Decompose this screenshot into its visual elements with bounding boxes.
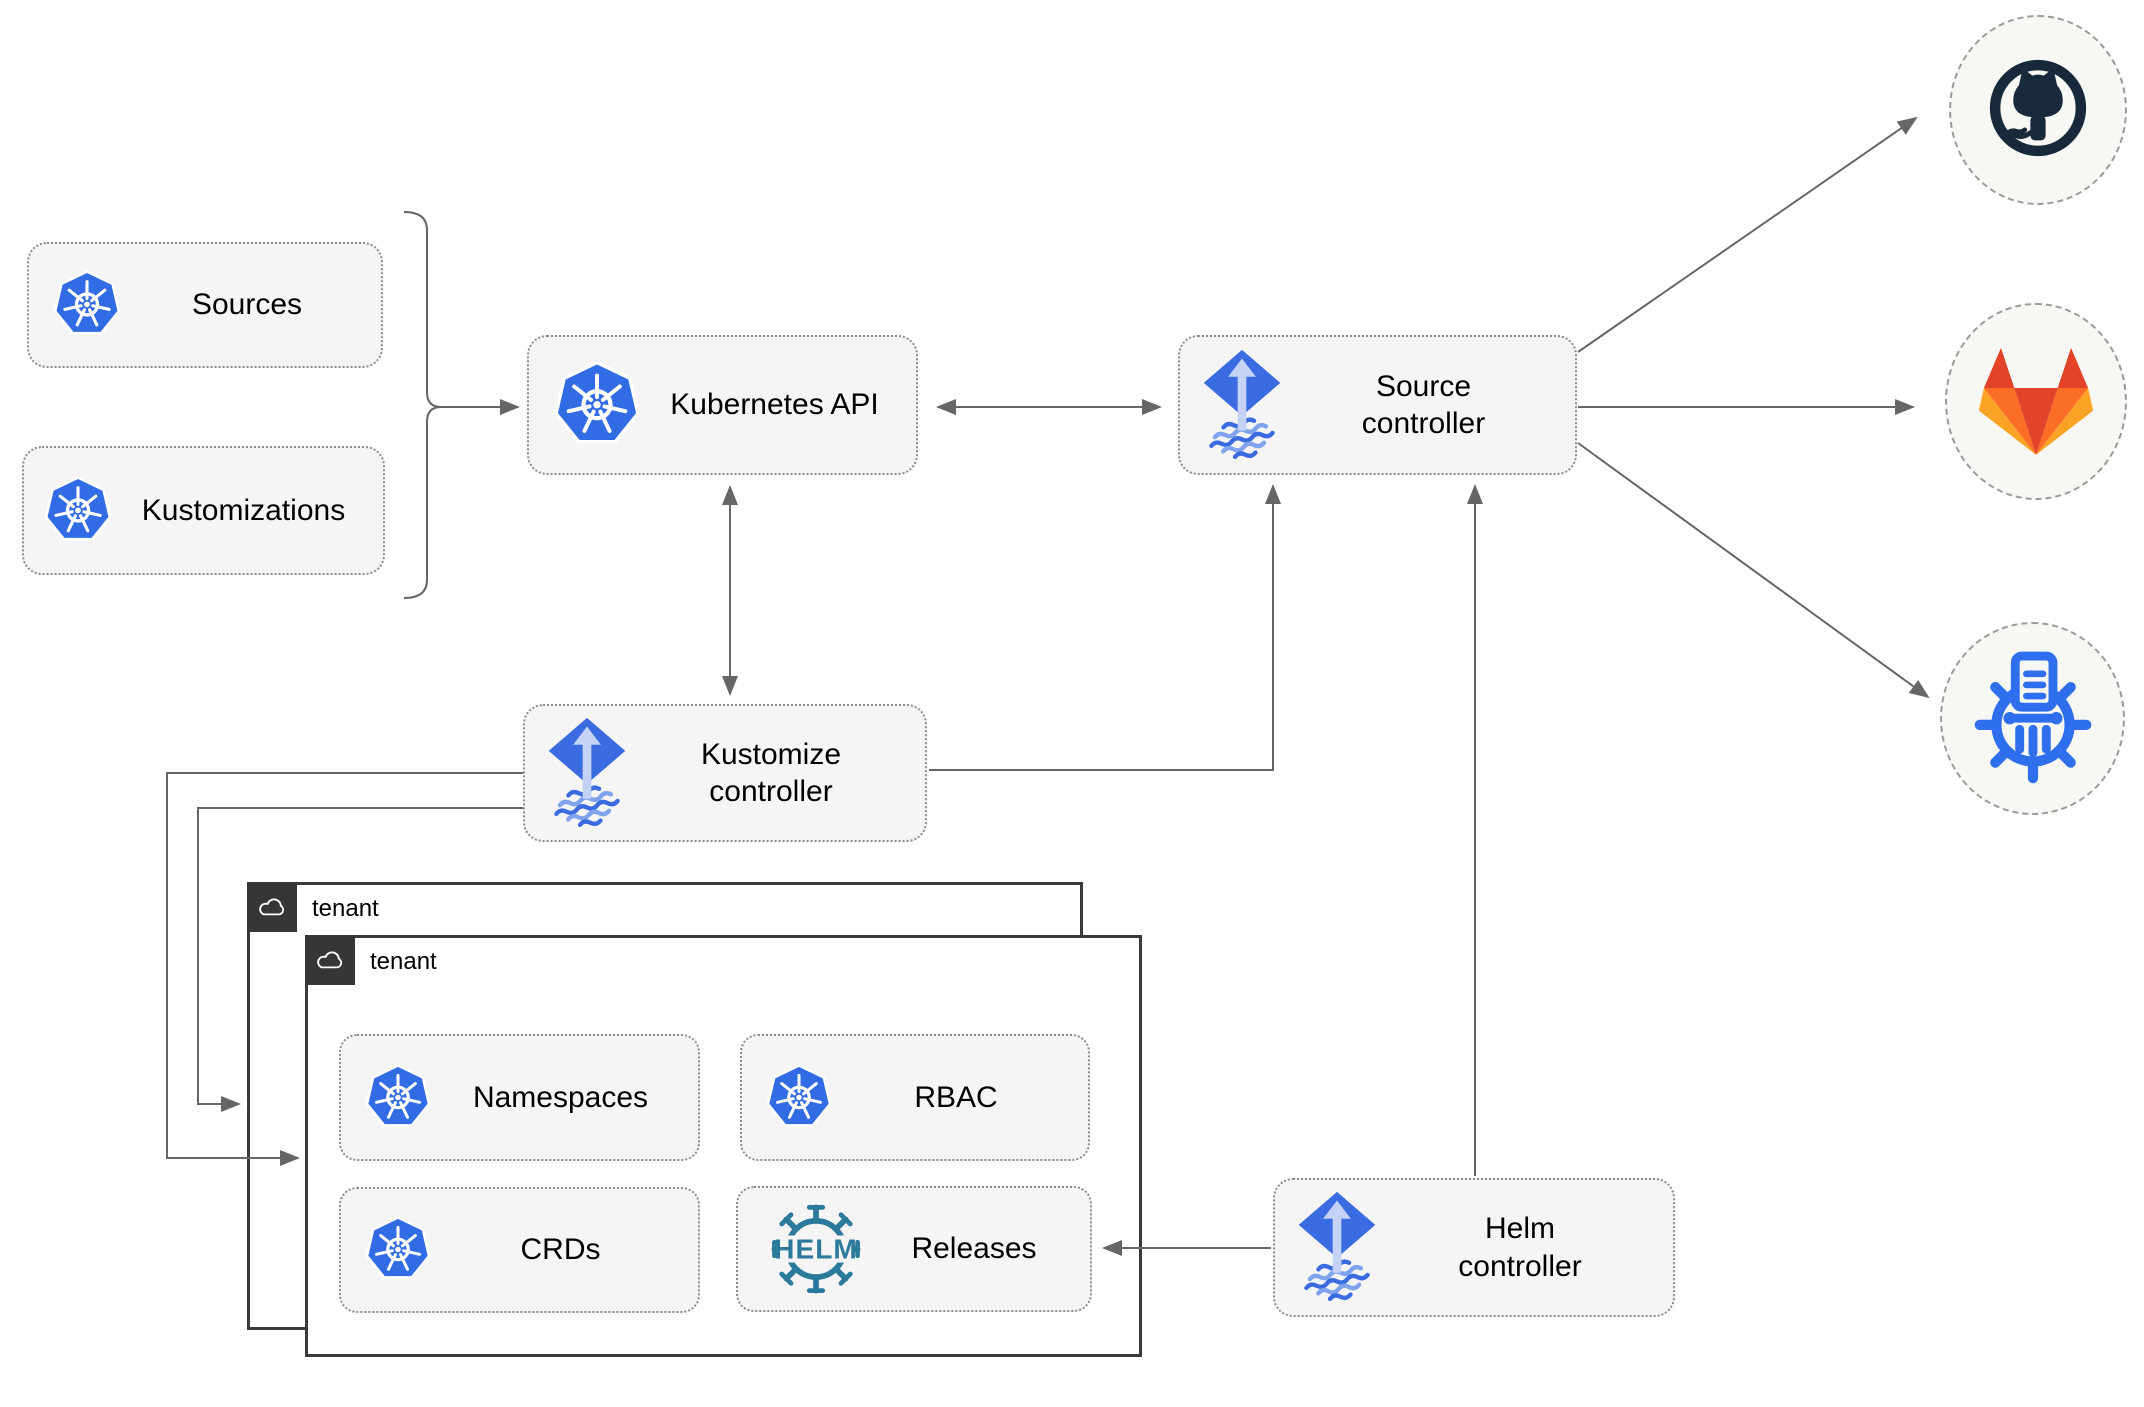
kubernetes-icon <box>363 1214 433 1286</box>
remote-github <box>1949 15 2127 205</box>
tenant-label: tenant <box>370 947 437 975</box>
flux-icon <box>547 716 627 831</box>
cloud-icon <box>305 935 355 985</box>
tenant-label: tenant <box>312 894 379 922</box>
node-helm-controller: Helm controller <box>1273 1178 1675 1317</box>
edge-source-to-chartmuseum <box>1577 442 1930 699</box>
node-label-line1: Helm <box>1484 1212 1555 1245</box>
node-kustomize-controller: Kustomize controller <box>523 704 927 842</box>
node-label: Sources <box>191 288 303 322</box>
remote-chartmuseum <box>1940 622 2125 815</box>
edge-kustomize-to-source <box>929 484 1281 771</box>
node-label: Kustomizations <box>141 493 346 527</box>
kubernetes-icon <box>363 1062 433 1134</box>
kubernetes-icon <box>551 358 643 453</box>
node-label-line2: controller <box>1361 407 1486 440</box>
kubernetes-icon <box>764 1062 834 1134</box>
node-label: Namespaces <box>472 1080 649 1114</box>
node-kustomizations: Kustomizations <box>22 446 385 575</box>
node-namespaces: Namespaces <box>339 1034 700 1161</box>
cloud-icon <box>247 882 297 932</box>
node-releases: HELM Releases <box>736 1186 1092 1312</box>
grouping-bracket <box>403 211 442 599</box>
node-label: CRDs <box>520 1233 601 1267</box>
kubernetes-icon <box>51 268 123 342</box>
node-crds: CRDs <box>339 1187 700 1313</box>
helm-logo-icon: HELM <box>764 1197 868 1301</box>
node-label: Releases <box>911 1232 1037 1266</box>
flux-icon <box>1202 348 1282 463</box>
node-label: RBAC <box>914 1080 998 1114</box>
node-label: Helm controller <box>1377 1210 1673 1285</box>
node-label: Kustomize controller <box>627 736 925 811</box>
gitlab-icon <box>1977 344 2095 460</box>
node-label-line1: Source <box>1375 369 1472 403</box>
node-kubernetes-api: Kubernetes API <box>527 335 918 475</box>
chartmuseum-icon <box>1962 645 2104 792</box>
node-source-controller: Source controller <box>1178 335 1577 475</box>
node-label-line1: Kustomize <box>700 737 842 771</box>
edge-source-to-github <box>1577 116 1918 353</box>
node-rbac: RBAC <box>740 1034 1090 1161</box>
node-label-line2: controller <box>709 775 833 808</box>
remote-gitlab <box>1945 303 2127 500</box>
flux-icon <box>1297 1190 1377 1305</box>
github-icon <box>1977 47 2099 174</box>
node-label: Kubernetes API <box>670 388 879 422</box>
helm-logo-text: HELM <box>774 1233 858 1264</box>
node-label: Source controller <box>1282 368 1575 443</box>
node-sources: Sources <box>27 242 383 368</box>
kubernetes-icon <box>42 474 114 548</box>
node-label-line2: controller <box>1458 1249 1582 1283</box>
